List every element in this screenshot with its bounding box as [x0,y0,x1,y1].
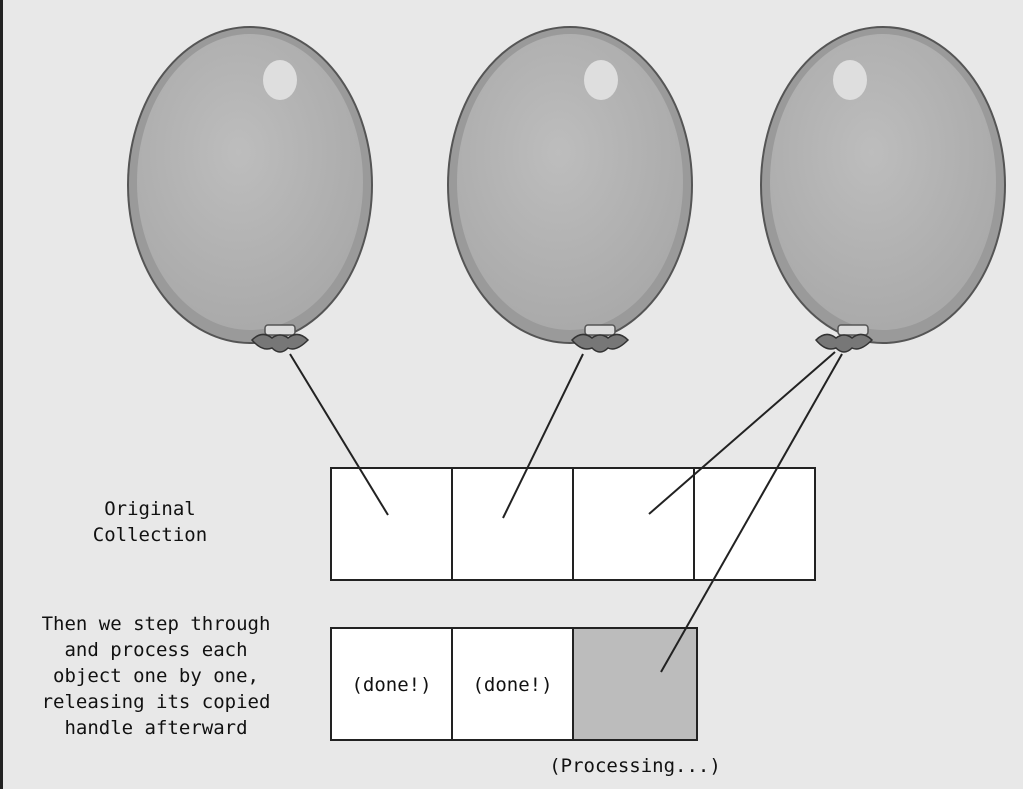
balloon-icon [127,26,373,353]
original-cell-2 [451,467,574,581]
original-label-line2: Collection [92,524,208,546]
step-label-line1: Then we step through [41,613,271,635]
original-cell-3 [572,467,695,581]
string-balloon1-cell1 [289,353,389,516]
step-label-line3: object one by one, [53,665,259,687]
original-label-line1: Original [104,498,196,520]
original-cell-4 [693,467,816,581]
balloon-icon [760,26,1006,353]
step-label-line2: and process each [64,639,248,661]
string-balloon3-processing [660,353,843,673]
balloon-strings [289,351,843,673]
left-border-rule [0,0,3,789]
done-label-1: (done!) [351,674,432,696]
string-balloon2-cell2 [502,353,584,519]
processing-cell [572,627,698,741]
original-collection-label: Original Collection [55,496,245,548]
processing-label: (Processing...) [549,755,721,777]
step-label-line4: releasing its copied [41,691,271,713]
step-description-label: Then we step through and process each ob… [16,611,296,741]
original-cell-1 [330,467,453,581]
copied-cell-2 [451,627,574,741]
string-balloon3-cell3 [648,351,836,515]
balloon-icon [447,26,693,353]
copied-collection [330,627,698,741]
copied-cell-1 [330,627,453,741]
original-collection [330,467,816,581]
step-label-line5: handle afterward [64,717,248,739]
done-label-2: (done!) [472,674,553,696]
